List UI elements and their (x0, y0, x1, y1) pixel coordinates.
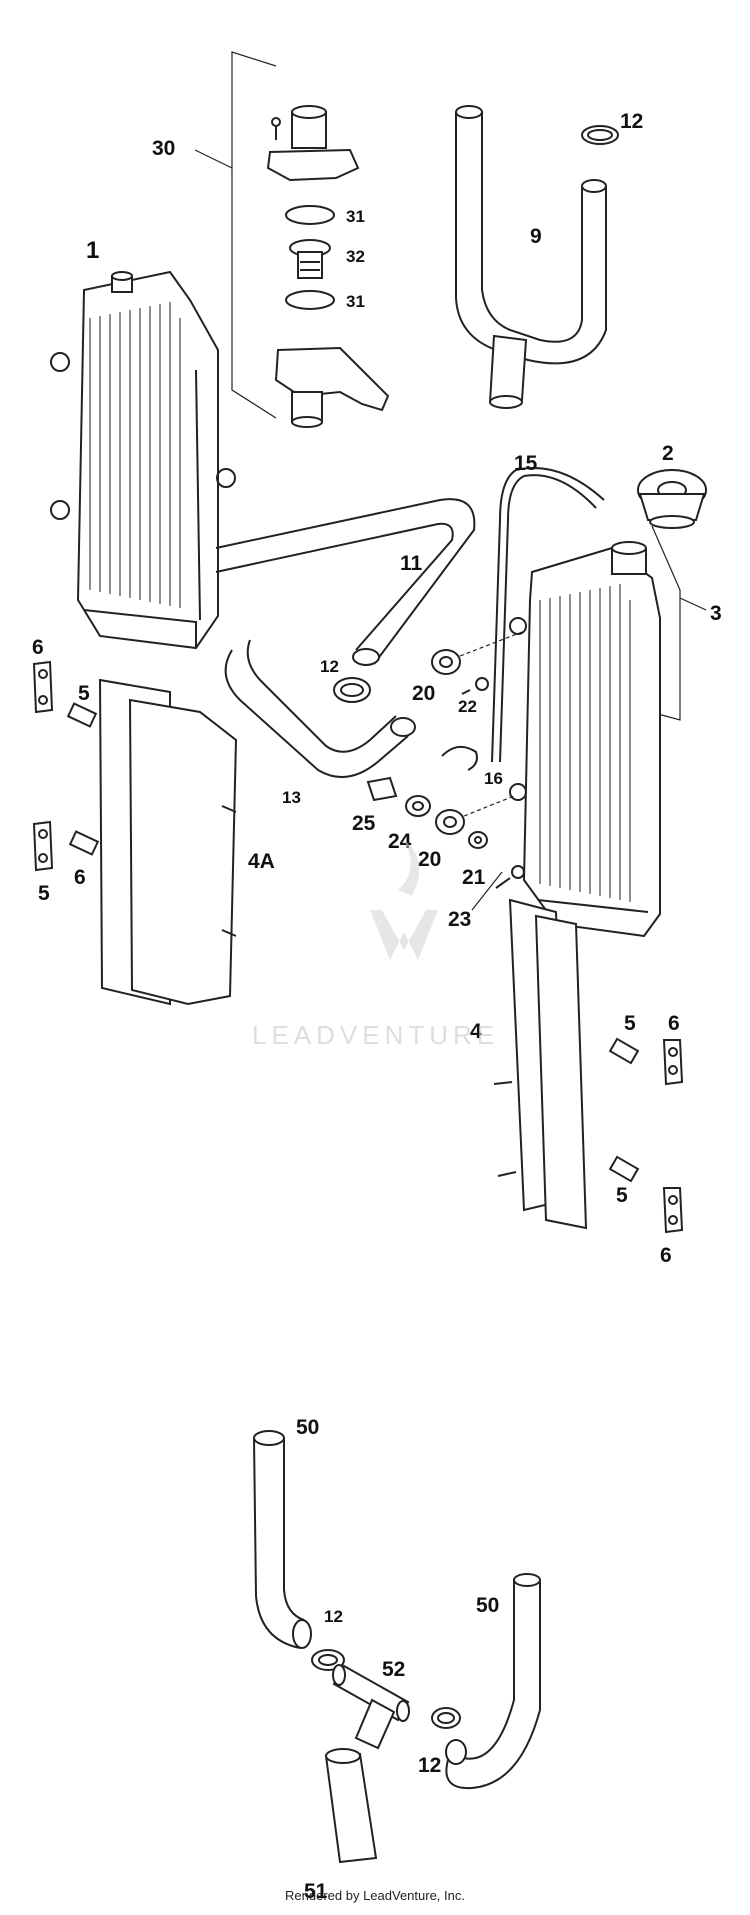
grommet-20-upper (431, 649, 461, 675)
hose-50-left (253, 1430, 312, 1649)
spacer-5-lower-left (68, 830, 100, 856)
footer-credit: Rendered by LeadVenture, Inc. (285, 1888, 465, 1903)
leadventure-watermark: LEADVENTURE (252, 840, 499, 1050)
callout-4a: 4A (248, 850, 275, 873)
callout-20-upper: 20 (412, 682, 435, 705)
hose-13 (224, 639, 416, 778)
callout-6-lower-left: 5 (38, 882, 50, 905)
callout-12-bottom-upper: 12 (324, 1607, 343, 1626)
callout-5-upper-right: 5 (624, 1012, 636, 1035)
callout-30: 30 (152, 137, 175, 160)
hose-11 (215, 498, 476, 666)
spacer-5-lower-right (608, 1155, 640, 1183)
callout-12-top: 12 (620, 110, 643, 133)
hose-clamp-12-middle (333, 677, 371, 703)
hose-50-right (445, 1573, 541, 1790)
spacer-5-upper-right (608, 1037, 640, 1065)
callout-3: 3 (710, 602, 722, 625)
callout-31-lower: 31 (346, 292, 365, 311)
callout-4: 4 (470, 1020, 482, 1043)
callout-25: 25 (352, 812, 376, 835)
clip-25 (366, 776, 398, 802)
callout-21: 21 (462, 866, 486, 889)
callout-11: 11 (400, 552, 423, 575)
callout-32: 32 (346, 247, 365, 266)
callout-51: 51 (304, 1880, 328, 1903)
mount-bracket-6-lower-right (662, 1187, 684, 1234)
spacer-5-upper-left (66, 702, 98, 728)
callout-5-lower-left: 6 (74, 866, 86, 889)
overflow-hose-15 (491, 467, 605, 763)
callout-6-lower-right: 6 (660, 1244, 672, 1267)
shroud-4a (98, 678, 238, 1006)
callout-5-lower-right: 5 (616, 1184, 628, 1207)
callout-12-bottom-lower: 12 (418, 1754, 441, 1777)
radiator-right (509, 541, 661, 938)
callout-22: 22 (458, 697, 477, 716)
radiator-left-fins (89, 302, 181, 608)
callout-16: 16 (484, 769, 503, 788)
callout-20-lower: 20 (418, 848, 441, 871)
radiator-left (50, 270, 236, 650)
y-hose-9 (455, 105, 607, 409)
callout-6-upper-right: 6 (668, 1012, 680, 1035)
shroud-4 (493, 898, 588, 1230)
callout-12-middle: 12 (320, 657, 339, 676)
callout-24: 24 (388, 830, 412, 853)
washer-21 (468, 831, 488, 849)
thermostat-housing-group (194, 51, 390, 428)
hose-clamp-12-bottom-lower (431, 1707, 461, 1729)
callout-6-upper-left: 6 (32, 636, 44, 659)
grommet-20-lower (435, 809, 465, 835)
callout-9: 9 (530, 225, 542, 248)
callout-50-left: 50 (296, 1416, 319, 1439)
callout-52: 52 (382, 1658, 405, 1681)
radiator-cap-2 (637, 469, 707, 529)
callout-1: 1 (86, 237, 99, 264)
hose-51 (324, 1748, 378, 1864)
callout-13: 13 (282, 788, 301, 807)
mount-bracket-6-upper-left (32, 660, 54, 714)
mount-bracket-6-lower-left (32, 820, 54, 872)
callout-5-upper-left: 5 (78, 682, 90, 705)
bolt-22 (461, 677, 489, 695)
callout-2: 2 (662, 442, 674, 465)
callout-31-upper: 31 (346, 207, 365, 226)
bolt-23 (495, 865, 525, 889)
callout-15: 15 (514, 452, 538, 475)
clip-16 (441, 745, 478, 771)
watermark-text: LEADVENTURE (252, 1020, 499, 1050)
grommet-24 (405, 795, 431, 817)
callout-50-right: 50 (476, 1594, 499, 1617)
callout-23: 23 (448, 908, 471, 931)
hose-clamp-12-top (581, 125, 619, 145)
radiator-right-fins (539, 584, 631, 902)
mount-bracket-6-upper-right (662, 1039, 684, 1086)
t-connector-52 (332, 1664, 410, 1750)
